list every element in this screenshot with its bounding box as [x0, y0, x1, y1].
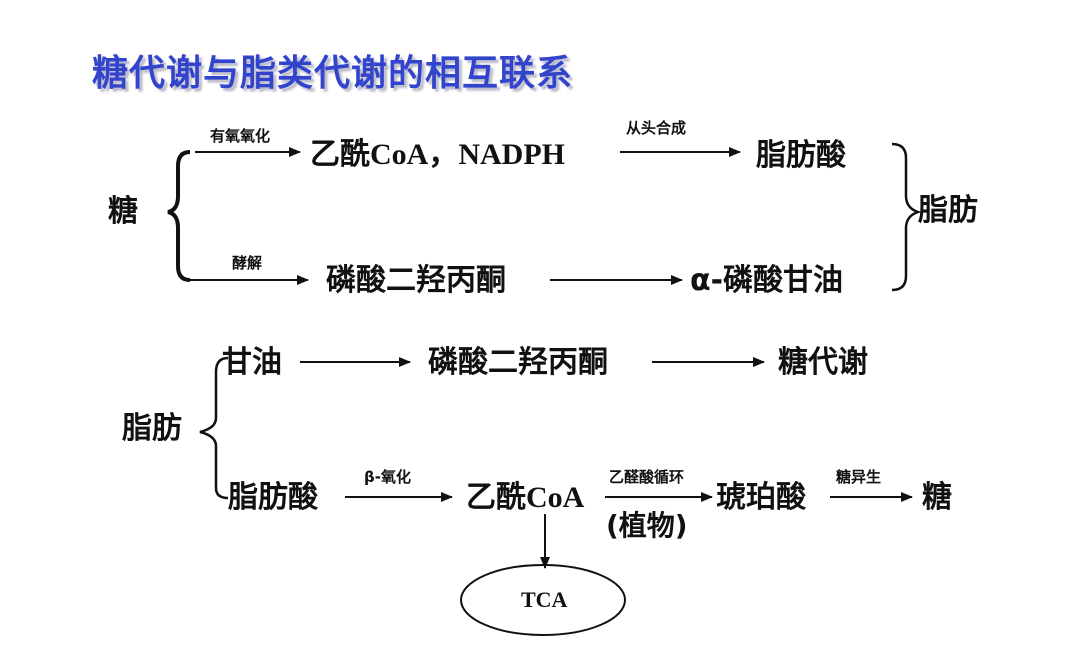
node-sugar-product: 糖 — [922, 480, 952, 515]
node-succinic-acid: 琥珀酸 — [716, 480, 806, 515]
edge-label-glycolysis: 酵解 — [232, 254, 263, 272]
tca-ellipse — [460, 564, 626, 636]
node-glucose-metabolism: 糖代谢 — [778, 345, 868, 380]
edge-label-beta-oxidation: β-氧化 — [364, 468, 411, 486]
edge-label-de-novo-synthesis: 从头合成 — [626, 119, 687, 137]
node-acetylcoa-nadph: 乙酰CoA，NADPH — [310, 138, 565, 171]
left-brace-bottom — [199, 356, 229, 500]
node-fat-product: 脂肪 — [918, 193, 978, 228]
node-dhap-bottom: 磷酸二羟丙酮 — [428, 345, 608, 380]
page-title: 糖代谢与脂类代谢的相互联系 — [92, 53, 574, 94]
node-acetylcoa-bottom: 乙酰CoA — [466, 481, 585, 514]
node-fat-source: 脂肪 — [122, 411, 182, 446]
node-dhap-top: 磷酸二羟丙酮 — [326, 263, 506, 298]
node-fatty-acid-top: 脂肪酸 — [756, 138, 846, 173]
node-glycerol: 甘油 — [222, 345, 282, 380]
node-fatty-acid-bottom: 脂肪酸 — [228, 480, 318, 515]
node-sugar-source: 糖 — [108, 194, 138, 229]
left-brace-top — [167, 150, 191, 282]
edge-label-glyoxylate-cycle: 乙醛酸循环 — [609, 468, 685, 486]
edge-label-aerobic-oxidation: 有氧氧化 — [210, 127, 271, 145]
node-glycerol-phosphate: α-磷酸甘油 — [690, 263, 844, 298]
edge-note-plants: (植物) — [606, 509, 688, 542]
right-brace-top — [891, 142, 922, 292]
edge-label-gluconeogenesis: 糖异生 — [836, 468, 882, 486]
node-tca: TCA — [521, 587, 568, 612]
